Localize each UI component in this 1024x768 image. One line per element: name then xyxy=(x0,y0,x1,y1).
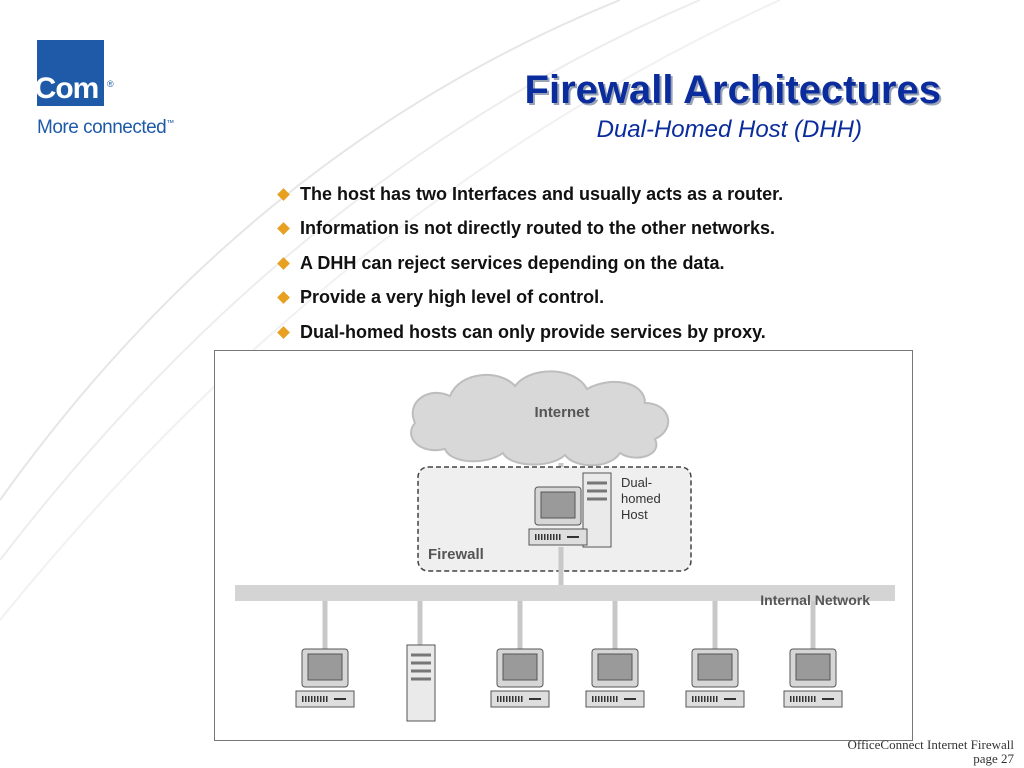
internet-cloud-icon xyxy=(410,370,670,467)
bullet-item: Dual-homed hosts can only provide servic… xyxy=(276,315,783,350)
tagline: More connected™ xyxy=(37,117,174,138)
server-tower-icon xyxy=(406,644,436,722)
host-label-line-1: Dual- xyxy=(621,475,652,490)
internal-network-label: Internal Network xyxy=(760,592,870,608)
workstation-icon xyxy=(784,649,842,707)
host-label-line-2: homed xyxy=(621,491,661,506)
diamond-bullet-icon xyxy=(277,222,290,236)
workstation-icon xyxy=(586,649,644,707)
bullet-list: The host has two Interfaces and usually … xyxy=(276,177,783,350)
bullet-item: Provide a very high level of control. xyxy=(276,281,783,316)
internet-label: Internet xyxy=(534,404,589,421)
host-label-line-3: Host xyxy=(621,507,648,522)
diamond-bullet-icon xyxy=(277,291,290,305)
slide-title: Firewall Architectures xyxy=(524,68,941,112)
internal-network-bar xyxy=(235,585,895,601)
workstation-icon xyxy=(296,649,354,707)
workstation-icon xyxy=(491,649,549,707)
diamond-bullet-icon xyxy=(277,325,290,339)
footer-page-number: page 27 xyxy=(973,751,1014,766)
brand-logo: 3Com xyxy=(19,72,99,105)
bullet-item: The host has two Interfaces and usually … xyxy=(276,177,783,212)
firewall-label: Firewall xyxy=(428,546,484,563)
footer-product: OfficeConnect Internet Firewall xyxy=(847,737,1014,752)
bullet-item: A DHH can reject services depending on t… xyxy=(276,246,783,281)
diamond-bullet-icon xyxy=(277,187,290,201)
slide-subtitle: Dual-Homed Host (DHH) xyxy=(596,116,862,143)
bullet-item: Information is not directly routed to th… xyxy=(276,212,783,247)
registered-mark: ® xyxy=(107,79,114,89)
dual-homed-host-icon xyxy=(529,472,612,547)
network-diagram: Internet Firewall Dual- homed Host Inter… xyxy=(214,350,913,741)
logo-block xyxy=(37,40,104,106)
workstation-icon xyxy=(686,649,744,707)
diamond-bullet-icon xyxy=(277,256,290,270)
